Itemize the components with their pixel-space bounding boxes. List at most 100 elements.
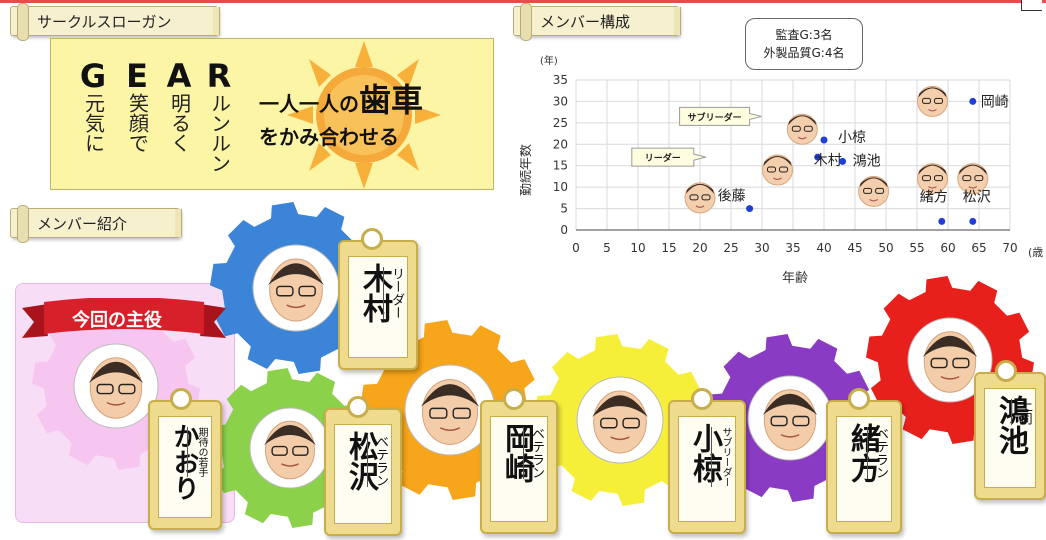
word-genki: 元気に	[81, 93, 106, 153]
role-callout: リーダー	[631, 147, 706, 167]
x-tick-label: 45	[847, 241, 862, 255]
member-face-icon	[592, 390, 648, 454]
featured-ribbon	[22, 298, 226, 338]
y-tick-label: 10	[553, 180, 568, 194]
word-runrun: ルンルン	[207, 93, 232, 173]
x-tick-label: 35	[785, 241, 800, 255]
face-icon	[762, 154, 793, 186]
member-role: 上司	[1011, 399, 1032, 425]
slogan-letter-g: G 元気に	[77, 59, 109, 153]
letter-g: G	[79, 57, 107, 95]
member-role: ベテラン	[367, 435, 388, 487]
data-point	[839, 157, 847, 165]
intro-section-label: メンバー紹介	[10, 205, 182, 243]
word-akaruku: 明るく	[167, 93, 192, 153]
tag-inner: 小椋 サブリーダー	[678, 416, 736, 522]
x-tick-label: 60	[940, 241, 955, 255]
tag-konoike: 鴻池 上司	[974, 360, 1046, 500]
x-tick-label: 55	[909, 241, 924, 255]
x-unit-label: (歳	[1028, 246, 1043, 259]
point-label: 木村	[814, 153, 842, 169]
member-role: 期待の若手	[187, 427, 207, 477]
member-name: 鴻池	[993, 395, 1028, 455]
tag-kaori: かおり 期待の若手	[148, 388, 222, 530]
x-axis-title: 年齢	[782, 271, 808, 286]
data-point	[820, 136, 828, 144]
point-label: 岡崎	[981, 94, 1009, 110]
slogan-line1-prefix: 一人一人の	[259, 92, 359, 116]
x-tick-label: 65	[971, 241, 986, 255]
tag-kimura: 木村 リーダー	[338, 228, 418, 370]
data-point	[969, 217, 977, 225]
tag-inner: 木村 リーダー	[348, 256, 408, 358]
x-tick-label: 10	[630, 241, 645, 255]
tag-inner: 松沢 ベテラン	[334, 424, 392, 524]
member-face-icon	[762, 389, 818, 451]
y-tick-label: 15	[553, 159, 568, 173]
role-callout: サブリーダー	[679, 106, 762, 126]
tag-okazaki: 岡崎 ベテラン	[480, 388, 558, 534]
x-tick-label: 20	[692, 241, 707, 255]
slogan-section-label: サークルスローガン	[10, 3, 220, 41]
slogan-letter-r: R ルンルン	[203, 59, 235, 173]
member-face-icon	[264, 420, 316, 480]
x-tick-label: 40	[816, 241, 831, 255]
data-point	[746, 205, 754, 213]
tag-matsuzawa: 松沢 ベテラン	[324, 396, 402, 536]
face-icon	[957, 163, 989, 195]
data-point	[938, 217, 946, 225]
point-label: 鴻池	[853, 153, 881, 169]
y-tick-label: 5	[560, 202, 568, 216]
group-count-box: 監査G:3名 外製品質G:4名	[745, 18, 863, 70]
y-tick-label: 0	[560, 223, 568, 237]
tag-ogura: 小椋 サブリーダー	[668, 388, 746, 534]
sun-icon	[287, 41, 441, 189]
slogan-letter-a: A 明るく	[163, 59, 195, 153]
group-count-audit: 監査G:3名	[775, 28, 833, 42]
tag-inner: 岡崎 ベテラン	[490, 416, 548, 522]
members-section-title: メンバー構成	[540, 13, 631, 31]
member-name: 木村	[357, 263, 392, 323]
gear-icon	[534, 334, 706, 506]
x-tick-label: 0	[572, 241, 580, 255]
point-label: 後藤	[718, 189, 746, 205]
y-tick-label: 30	[553, 94, 568, 108]
word-egao: 笑顔で	[125, 93, 150, 153]
y-axis-title: 勤続年数	[520, 144, 534, 196]
data-point	[969, 97, 977, 105]
top-border	[0, 0, 1046, 3]
tag-inner: かおり 期待の若手	[158, 416, 212, 518]
y-tick-label: 25	[553, 116, 568, 130]
member-name: 緒方	[845, 423, 880, 483]
member-role: リーダー	[383, 267, 404, 319]
member-face-icon	[268, 258, 324, 322]
member-role: サブリーダー	[711, 427, 731, 487]
tag-inner: 鴻池 上司	[984, 388, 1036, 488]
member-name: 小椋	[687, 423, 722, 483]
slogan-gear-word: 歯車	[359, 81, 424, 119]
face-icon	[786, 113, 818, 145]
x-tick-label: 70	[1002, 241, 1017, 255]
svg-text:サブリーダー: サブリーダー	[688, 111, 742, 123]
point-label: 緒方	[920, 189, 948, 205]
letter-r: R	[206, 57, 232, 95]
x-tick-label: 50	[878, 241, 893, 255]
data-point	[814, 153, 822, 161]
x-tick-label: 30	[754, 241, 769, 255]
letter-a: A	[166, 57, 192, 95]
letter-e: E	[126, 57, 148, 95]
face-icon	[684, 182, 716, 214]
member-role: ベテラン	[867, 427, 888, 479]
corner-mark	[1021, 0, 1042, 11]
member-name: かおり	[169, 423, 199, 501]
slogan-letter-e: E 笑顔で	[121, 59, 153, 153]
tag-ogata: 緒方 ベテラン	[826, 388, 902, 534]
member-name: 岡崎	[499, 423, 534, 483]
x-tick-label: 15	[661, 241, 676, 255]
group-count-quality: 外製品質G:4名	[763, 46, 845, 60]
member-name: 松沢	[343, 431, 378, 491]
slogan-line2: をかみ合わせる	[259, 125, 399, 149]
slogan-line1: 一人一人の歯車	[259, 75, 423, 121]
member-role: ベテラン	[523, 427, 544, 479]
